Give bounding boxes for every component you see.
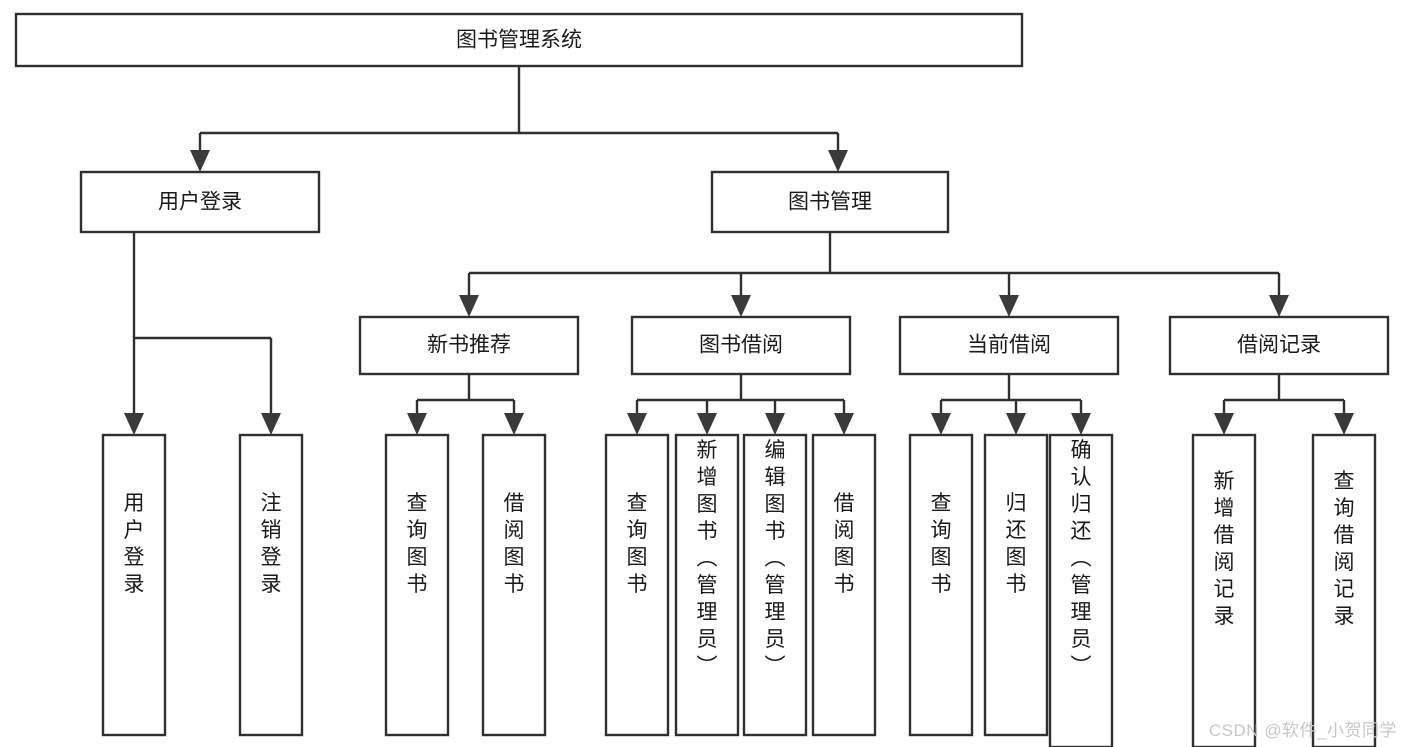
leaf-user-login[interactable]: 用户登录 [101,433,167,737]
node-borrow-record-box[interactable] [1168,315,1390,376]
arrow-head-icon [999,295,1019,317]
leaf-user-login-box[interactable] [101,433,167,737]
leaf-cur-confirm-return[interactable]: 确认归还︵管理员︶ [1048,433,1114,747]
edge-userlogin-trunk [132,232,273,415]
arrow-head-icon [504,413,524,435]
leaf-rec-add-record[interactable]: 新增借阅记录 [1191,433,1257,747]
node-borrow-record-label: 借阅记录 [1237,334,1321,357]
node-new-book-rec-label: 新书推荐 [427,334,511,357]
leaf-rec-query-book[interactable]: 查询图书 [384,433,450,737]
node-current-borrow-box[interactable] [898,315,1120,376]
edge-bookmanage-trunk [467,232,1281,297]
leaf-borrow-query-book-label: 查询图书 [627,492,648,596]
arrow-head-icon [459,295,479,317]
leaf-user-login-label: 用户登录 [124,492,145,596]
edge-newbookrec-trunk [415,374,516,415]
node-borrow-record[interactable]: 借阅记录 [1168,315,1390,376]
leaf-user-logout[interactable]: 注销登录 [238,433,304,737]
leaf-cur-return-book[interactable]: 归还图书 [983,433,1049,737]
node-root[interactable]: 图书管理系统 [14,12,1024,68]
leaf-rec-add-record-box[interactable] [1191,433,1257,747]
arrow-head-icon [731,295,751,317]
leaf-borrow-borrow-book-box[interactable] [811,433,877,737]
node-current-borrow-label: 当前借阅 [967,334,1051,357]
node-book-manage-box[interactable] [710,170,950,234]
arrow-head-icon [407,413,427,435]
leaf-cur-return-book-box[interactable] [983,433,1049,737]
arrow-head-icon [931,413,951,435]
node-book-manage[interactable]: 图书管理 [710,170,950,234]
leaf-borrow-edit-book[interactable]: 编辑图书︵管理员︶ [742,433,808,737]
leaf-borrow-add-book[interactable]: 新增图书︵管理员︶ [674,433,740,737]
leaf-rec-query-record-box[interactable] [1311,433,1377,747]
leaf-rec-query-book-label: 查询图书 [407,492,428,596]
node-book-manage-label: 图书管理 [788,191,872,214]
leaf-borrow-add-book-box[interactable] [674,433,740,737]
node-user-login-box[interactable] [79,170,321,234]
arrow-head-icon [1334,413,1354,435]
node-user-login[interactable]: 用户登录 [79,170,321,234]
arrow-head-icon [1071,413,1091,435]
node-root-box[interactable] [14,12,1024,68]
node-book-borrow[interactable]: 图书借阅 [630,315,852,376]
node-new-book-rec[interactable]: 新书推荐 [358,315,580,376]
arrow-head-icon [1269,295,1289,317]
leaf-rec-borrow-book-label: 借阅图书 [504,492,525,596]
leaf-borrow-query-book[interactable]: 查询图书 [604,433,670,737]
leaf-borrow-add-book-label: 新增图书︵管理员︶ [697,439,718,678]
node-current-borrow[interactable]: 当前借阅 [898,315,1120,376]
leaf-borrow-borrow-book-label: 借阅图书 [834,492,855,596]
connectors-layer [124,66,1354,435]
leaf-rec-query-book-box[interactable] [384,433,450,737]
leaf-rec-borrow-book[interactable]: 借阅图书 [481,433,547,737]
arrow-head-icon [1006,413,1026,435]
leaf-rec-borrow-book-box[interactable] [481,433,547,737]
arrow-head-icon [765,413,785,435]
arrow-head-icon [828,150,848,172]
node-root-label: 图书管理系统 [456,29,582,52]
arrow-head-icon [697,413,717,435]
node-book-borrow-label: 图书借阅 [699,334,783,357]
edge-currentborrow-trunk [939,374,1083,415]
edge-root-trunk [198,66,840,152]
arrow-head-icon [190,150,210,172]
leaf-user-logout-label: 注销登录 [261,492,282,596]
edge-bookborrow-trunk [635,374,846,415]
leaf-rec-query-record-label: 查询借阅记录 [1334,470,1355,628]
leaf-user-logout-box[interactable] [238,433,304,737]
leaf-cur-confirm-return-label: 确认归还︵管理员︶ [1071,439,1092,678]
leaf-borrow-query-book-box[interactable] [604,433,670,737]
node-new-book-rec-box[interactable] [358,315,580,376]
arrow-head-icon [627,413,647,435]
leaf-borrow-edit-book-label: 编辑图书︵管理员︶ [765,439,786,678]
node-book-borrow-box[interactable] [630,315,852,376]
leaf-cur-confirm-return-box[interactable] [1048,433,1114,747]
leaf-cur-query-book-box[interactable] [908,433,974,737]
leaf-cur-return-book-label: 归还图书 [1006,492,1027,596]
leaf-rec-add-record-label: 新增借阅记录 [1214,470,1235,628]
arrow-head-icon [124,413,144,435]
arrow-head-icon [261,413,281,435]
arrow-head-icon [1214,413,1234,435]
arrow-head-icon [834,413,854,435]
leaf-rec-query-record[interactable]: 查询借阅记录 [1311,433,1377,747]
node-user-login-label: 用户登录 [158,191,242,214]
edge-borrowrecord-trunk [1222,374,1346,415]
leaf-cur-query-book-label: 查询图书 [931,492,952,596]
leaf-borrow-borrow-book[interactable]: 借阅图书 [811,433,877,737]
leaf-cur-query-book[interactable]: 查询图书 [908,433,974,737]
leaf-borrow-edit-book-box[interactable] [742,433,808,737]
